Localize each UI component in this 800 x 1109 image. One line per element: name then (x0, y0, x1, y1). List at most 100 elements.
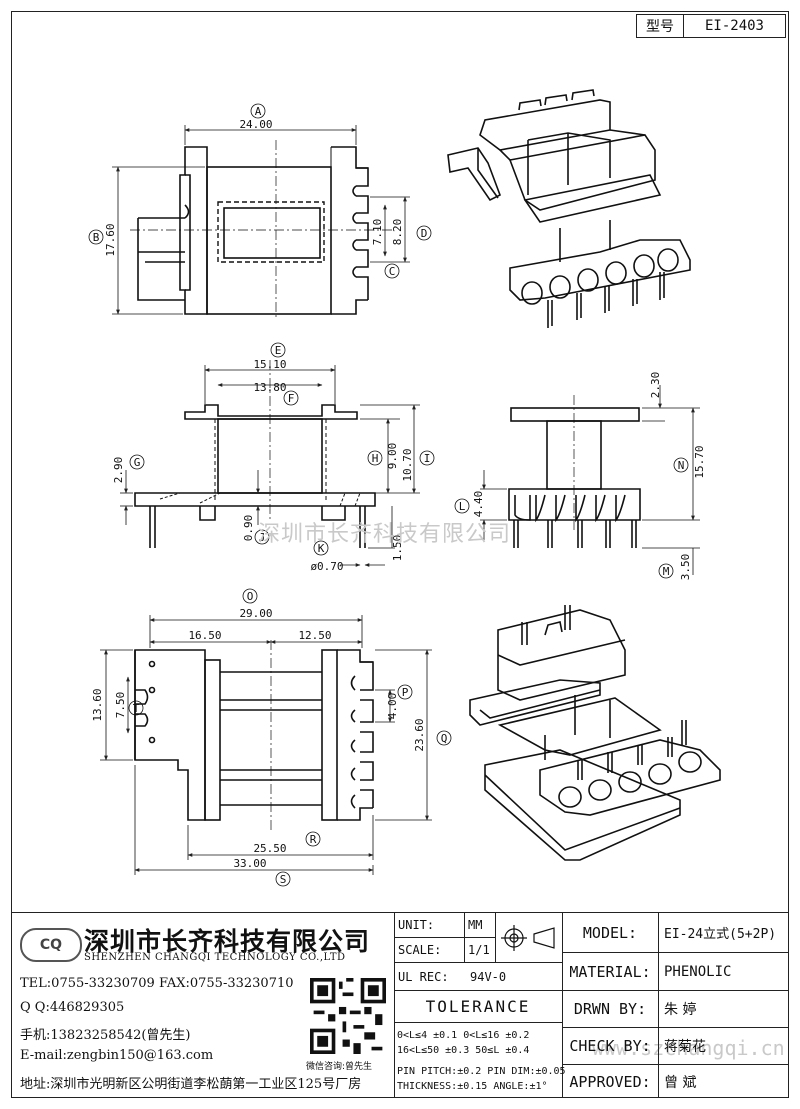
side-view-dims (480, 385, 700, 575)
dim-f-value: 13.80 (253, 381, 286, 394)
watermark-url: www.szchangqi.cn (592, 1036, 785, 1060)
tolerance-title: TOLERANCE (425, 997, 531, 1016)
dim-b-value: 17.60 (104, 223, 117, 256)
dim-h-label: H (372, 452, 379, 465)
qr-caption: 微信咨询:曾先生 (306, 1062, 373, 1072)
tolerance-row-2: 16<L≤50 ±0.3 50≤L ±0.4 (397, 1045, 530, 1056)
dim-q-label: Q (441, 732, 448, 745)
scale-key: SCALE: (398, 943, 442, 957)
dim-l-label: L (459, 500, 466, 513)
dim-right-value: 12.50 (298, 629, 331, 642)
dim-k-label: K (318, 542, 325, 555)
company-logo: CQ (20, 928, 82, 962)
dim-i-value: 10.70 (401, 448, 414, 481)
dim-j-value: 0.90 (242, 515, 255, 542)
material-label: MATERIAL: (569, 962, 651, 981)
dim-l-value: 4.40 (472, 491, 485, 518)
contact-email: E-mail:zengbin150@163.com (20, 1048, 214, 1063)
dim-q-value: 23.60 (413, 718, 426, 751)
unit-key: UNIT: (398, 918, 435, 932)
drawing-frame (11, 11, 789, 1098)
dim-pin-value: 1.50 (391, 535, 404, 562)
dim-a-label: A (255, 105, 262, 118)
bottom-view-dims (100, 615, 432, 875)
bottom-view (134, 640, 374, 830)
drawn-by-label: DRWN BY: (573, 1000, 647, 1018)
front-view-labels: E 15.10 13.80 F G 2.90 H 9.00 10.70 I 0.… (112, 342, 435, 573)
watermark-cn: 深圳市长齐科技有限公司 (258, 522, 512, 547)
model-label: MODEL: (582, 923, 638, 942)
dim-n-label: N (678, 459, 685, 472)
model-value: EI-24立式(5+2P) (664, 927, 777, 942)
dim-t-label: T (133, 702, 140, 715)
top-view-dims (112, 125, 410, 315)
check-by-value: 蒋菊花 (664, 1039, 706, 1055)
tolerance-row-1: 0<L≤4 ±0.1 0<L≤16 ±0.2 (397, 1030, 530, 1041)
top-view (130, 140, 395, 320)
dim-t-value: 7.50 (114, 692, 127, 719)
dim-r-label: R (310, 833, 317, 846)
side-view (508, 395, 641, 548)
dim-k-value: ø0.70 (310, 560, 343, 573)
dim-o-label: O (247, 590, 254, 603)
dim-s-label: S (280, 873, 287, 886)
front-view (134, 360, 376, 548)
tolerance-row-4: THICKNESS:±0.15 ANGLE:±1° (397, 1081, 548, 1092)
contact-tel: TEL:0755-33230709 FAX:0755-33230710 (20, 976, 294, 991)
dim-n-value: 15.70 (693, 445, 706, 478)
dim-t2-value: 13.60 (91, 688, 104, 721)
dim-o-value: 29.00 (239, 607, 272, 620)
drawn-by-value: 朱 婷 (664, 1002, 697, 1018)
model-tag-value: EI-2403 (704, 18, 764, 34)
tolerance-row-3: PIN PITCH:±0.2 PIN DIM:±0.05 (397, 1066, 566, 1077)
dim-e-value: 15.10 (253, 358, 286, 371)
dim-p-value: 4.00 (386, 693, 399, 720)
contact-phone: 手机:13823258542(曾先生) (20, 1028, 191, 1043)
front-view-dims (120, 365, 420, 567)
dim-h-value: 9.00 (386, 443, 399, 470)
dim-r-value: 25.50 (253, 842, 286, 855)
dim-p-label: P (402, 686, 409, 699)
dim-j-label: J (259, 531, 266, 544)
isometric-view-bottom (469, 605, 721, 861)
model-tag: 型号 EI-2403 (636, 14, 786, 38)
check-by-label: CHECK BY: (569, 1037, 651, 1055)
contact-qq: Q Q:446829305 (20, 1000, 125, 1015)
dim-left-value: 16.50 (188, 629, 221, 642)
ulrec-key: UL REC: (398, 969, 449, 984)
dim-m-label: M (663, 565, 670, 578)
title-block (11, 912, 789, 1098)
dim-s-value: 33.00 (233, 857, 266, 870)
dim-f-label: F (288, 392, 295, 405)
dim-e-label: E (275, 344, 282, 357)
isometric-view-top (447, 89, 691, 328)
unit-value: MM (468, 918, 483, 932)
dim-d-value: 8.20 (391, 219, 404, 246)
dim-i-label: I (424, 452, 431, 465)
company-info: CQ 深圳市长齐科技有限公司 SHENZHEN CHANGQI TECHNOLO… (14, 918, 392, 1094)
qr-code-icon (310, 978, 386, 1054)
projection-symbol-icon (501, 925, 555, 951)
contact-address: 地址:深圳市光明新区公明街道李松蓢第一工业区125号厂房 (20, 1077, 362, 1092)
company-name-cn: 深圳市长齐科技有限公司 (84, 927, 371, 956)
dim-c-label: C (389, 265, 396, 278)
model-tag-key: 型号 (637, 15, 684, 37)
material-value: PHENOLIC (664, 963, 732, 980)
dim-top-value: 2.30 (649, 372, 662, 399)
dim-b-label: B (93, 231, 100, 244)
dim-m-value: 3.50 (679, 554, 692, 581)
dim-g-value: 2.90 (112, 457, 125, 484)
top-view-labels: A 24.00 B 17.60 7.10 C 8.20 D (88, 103, 432, 279)
bottom-view-labels: O 29.00 16.50 12.50 13.60 7.50 T 4.00 P … (91, 588, 452, 887)
approved-value: 曾 斌 (664, 1074, 697, 1091)
ulrec-value: 94V-0 (470, 969, 507, 984)
company-name-en: SHENZHEN CHANGQI TECHNOLOGY CO.,LTD (84, 952, 346, 963)
technical-drawing: A 24.00 B 17.60 7.10 C 8.20 D E 15.10 13… (88, 89, 721, 887)
dim-d-label: D (421, 227, 428, 240)
dim-a-value: 24.00 (239, 118, 272, 131)
scale-value: 1/1 (468, 943, 490, 957)
dim-g-label: G (134, 456, 141, 469)
side-view-labels: 2.30 N 15.70 L 4.40 M 3.50 (454, 372, 706, 581)
dim-c-value: 7.10 (371, 219, 384, 246)
approved-label: APPROVED: (569, 1072, 651, 1091)
